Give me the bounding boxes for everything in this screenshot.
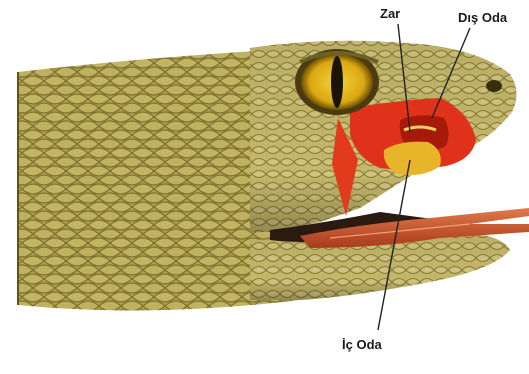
pupil [331,56,343,108]
nostril [486,80,502,92]
label-zar: Zar [380,6,400,21]
label-dis-oda: Dış Oda [458,10,507,25]
eye [295,49,379,115]
label-ic-oda: İç Oda [342,337,382,352]
inner-chamber [384,142,441,175]
